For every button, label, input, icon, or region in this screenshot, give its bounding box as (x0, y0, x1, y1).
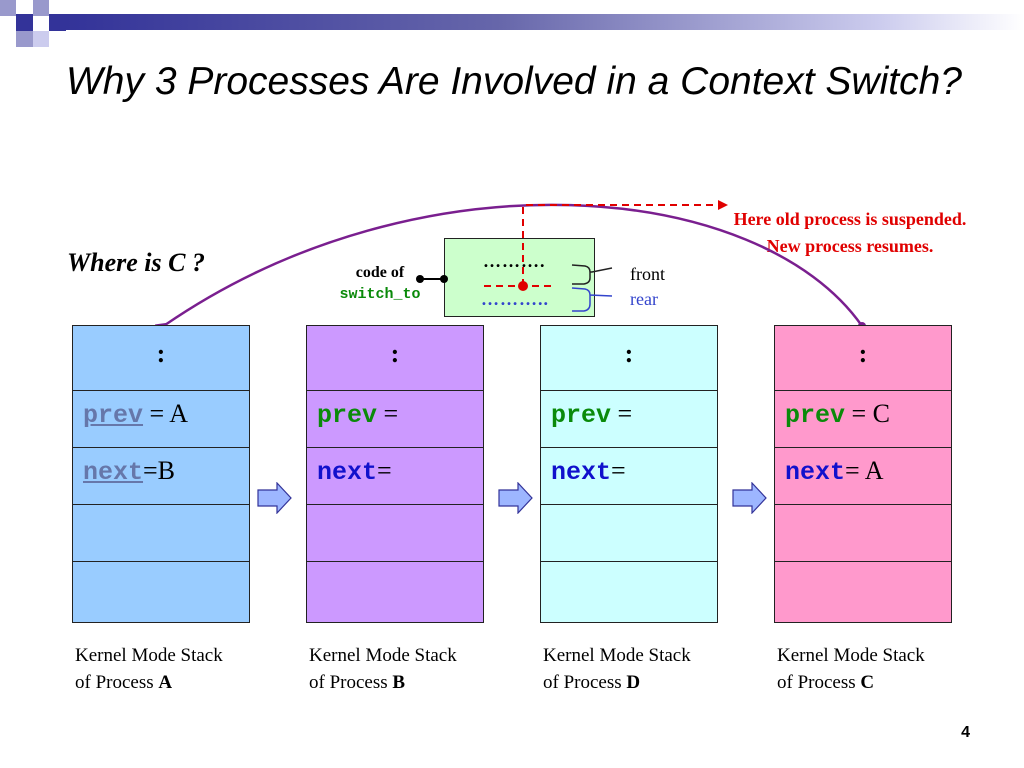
switch-to-code-label: code of switch_to (330, 262, 430, 306)
code-dots-bottom: ……….. (481, 289, 549, 309)
stack-c-empty-cell-1 (775, 505, 951, 562)
slide-title: Why 3 Processes Are Involved in a Contex… (66, 60, 962, 103)
stack-a-next-value: =B (143, 456, 176, 485)
header-gradient-bar (66, 14, 1024, 30)
stack-c-next-value: = A (845, 456, 884, 485)
stack-b-prev-cell: prev = (307, 391, 483, 448)
rear-label: rear (630, 289, 658, 309)
stack-d-next-keyword: next (551, 458, 612, 487)
stack-b-empty-cell-1 (307, 505, 483, 562)
stack-d-prev-cell: prev = (541, 391, 717, 448)
stack-b-next-value: = (377, 456, 392, 485)
caption-stack-a: Kernel Mode Stack of Process A (75, 642, 275, 696)
stack-a-next-cell: next=B (73, 448, 249, 505)
right-arrow-icon (498, 482, 533, 514)
caption-stack-b: Kernel Mode Stack of Process B (309, 642, 509, 696)
page-number: 4 (961, 724, 970, 741)
stack-c-prev-cell: prev = C (775, 391, 951, 448)
stack-process-b: : prev = next= (306, 325, 484, 623)
caption-d-prefix: of Process (543, 672, 627, 693)
code-dots-top: ………. (483, 251, 546, 271)
stack-b-ellipsis-cell: : (307, 326, 483, 391)
header-square-2 (33, 0, 49, 16)
switch-to-text: switch_to (339, 286, 421, 303)
header-square-5 (16, 31, 33, 47)
stack-d-next-cell: next= (541, 448, 717, 505)
where-is-c-question: Where is C ? (67, 248, 205, 277)
stack-c-ellipsis-cell: : (775, 326, 951, 391)
stack-b-prev-value: = (377, 399, 399, 428)
caption-d-process: D (626, 672, 641, 693)
stack-b-next-cell: next= (307, 448, 483, 505)
caption-b-process: B (392, 672, 406, 693)
stack-process-c: : prev = C next= A (774, 325, 952, 623)
stack-b-next-keyword: next (317, 458, 378, 487)
stack-a-prev-keyword: prev (83, 401, 144, 430)
caption-stack-d: Kernel Mode Stack of Process D (543, 642, 743, 696)
stack-b-empty-cell-2 (307, 562, 483, 624)
caption-b-prefix: of Process (309, 672, 393, 693)
header-square-1 (0, 0, 16, 16)
stack-d-prev-value: = (611, 399, 633, 428)
stack-a-empty-cell-2 (73, 562, 249, 624)
stack-c-next-keyword: next (785, 458, 846, 487)
suspend-resume-note: Here old process is suspended. New proce… (733, 209, 967, 256)
caption-a-line1: Kernel Mode Stack (75, 645, 223, 666)
front-label: front (630, 264, 665, 284)
right-arrow-icon (257, 482, 292, 514)
stack-a-ellipsis-cell: : (73, 326, 249, 391)
caption-stack-c: Kernel Mode Stack of Process C (777, 642, 977, 696)
stack-a-prev-cell: prev = A (73, 391, 249, 448)
caption-b-line1: Kernel Mode Stack (309, 645, 457, 666)
header-square-3 (16, 14, 33, 31)
stack-d-empty-cell-1 (541, 505, 717, 562)
stack-d-ellipsis-cell: : (541, 326, 717, 391)
caption-d-line1: Kernel Mode Stack (543, 645, 691, 666)
header-square-4 (49, 14, 66, 31)
stack-c-next-cell: next= A (775, 448, 951, 505)
stack-c-empty-cell-2 (775, 562, 951, 624)
caption-c-process: C (860, 672, 875, 693)
switch-to-code-box: ………. ……….. (444, 238, 595, 317)
stack-process-d: : prev = next= (540, 325, 718, 623)
caption-c-prefix: of Process (777, 672, 861, 693)
stack-d-empty-cell-2 (541, 562, 717, 624)
stack-c-prev-value: = C (845, 399, 891, 428)
stack-c-prev-keyword: prev (785, 401, 846, 430)
header-square-6 (33, 31, 49, 47)
code-of-text: code of (355, 264, 405, 281)
stack-d-next-value: = (611, 456, 626, 485)
caption-a-prefix: of Process (75, 672, 159, 693)
stack-process-a: : prev = A next=B (72, 325, 250, 623)
right-arrow-icon (732, 482, 767, 514)
stack-a-prev-value: = A (143, 399, 189, 428)
stack-b-prev-keyword: prev (317, 401, 378, 430)
stack-a-next-keyword: next (83, 458, 144, 487)
caption-c-line1: Kernel Mode Stack (777, 645, 925, 666)
stack-d-prev-keyword: prev (551, 401, 612, 430)
stack-a-empty-cell-1 (73, 505, 249, 562)
caption-a-process: A (158, 672, 173, 693)
